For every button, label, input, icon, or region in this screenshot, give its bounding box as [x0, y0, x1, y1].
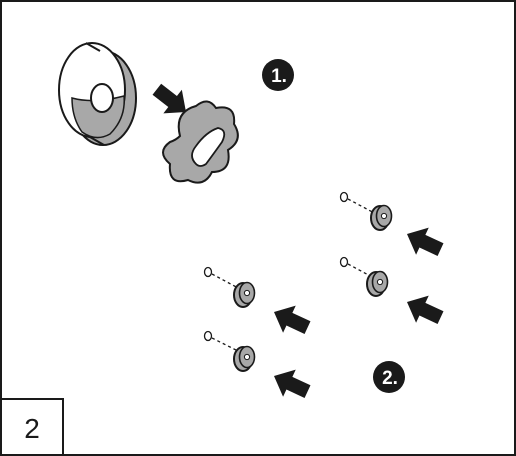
step-2-label: 2.	[382, 368, 398, 389]
step-1-circle	[262, 59, 294, 91]
rosette-edge-bottom	[89, 136, 105, 146]
arrow-icon	[267, 362, 314, 406]
screw-washer-set	[339, 191, 393, 231]
screw-head	[339, 191, 349, 203]
screw-head	[203, 330, 213, 342]
page-number-frame	[0, 398, 64, 456]
washer-hole	[376, 278, 384, 286]
screw-washer-set	[203, 330, 256, 372]
arrow-icon	[267, 298, 314, 342]
step-1-label: 1.	[271, 66, 287, 87]
rosette-center-hole	[90, 83, 114, 113]
rosette-edge-top	[85, 42, 101, 52]
gasket	[162, 100, 239, 184]
step-2-circle	[373, 361, 405, 393]
washer-hole	[243, 353, 251, 361]
screw-washer-set	[339, 256, 389, 297]
rosette-assembly	[58, 42, 137, 146]
step-1-badge: 1.	[262, 59, 294, 91]
washer-hole	[380, 212, 388, 220]
page-number: 2	[24, 413, 40, 444]
page-number-box: 2	[0, 398, 64, 456]
arrow-icon	[400, 288, 447, 332]
screw-axis	[211, 337, 241, 353]
washer-hole	[243, 289, 251, 297]
screw-washer-set	[203, 266, 256, 308]
arrow-icon	[400, 220, 447, 264]
gasket-hole	[191, 127, 226, 167]
screw-head	[339, 256, 349, 268]
screw-head	[203, 266, 213, 278]
step-2-badge: 2.	[373, 361, 405, 393]
screw-axis	[211, 273, 241, 290]
